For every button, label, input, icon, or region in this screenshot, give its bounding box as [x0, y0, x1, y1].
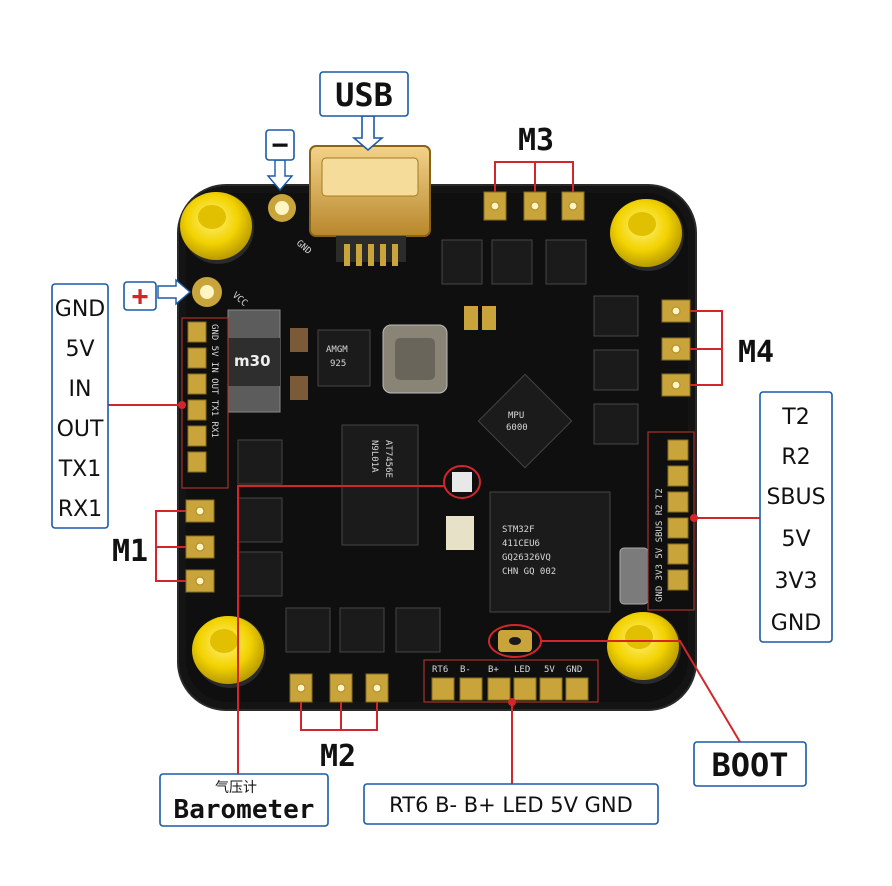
bottom-pin-box: RT6 B- B+ LED 5V GND	[363, 783, 659, 825]
m3-leader	[494, 161, 574, 192]
usb-label: USB	[319, 71, 409, 117]
m2-leader	[300, 702, 378, 731]
svg-text:AMGM: AMGM	[326, 345, 348, 355]
svg-text:Barometer: Barometer	[174, 795, 315, 825]
standoff-top-right	[610, 199, 684, 271]
usb-connector	[309, 145, 431, 266]
usb-arrow	[351, 115, 385, 152]
svg-text:411CEU6: 411CEU6	[502, 539, 540, 549]
boot-label: BOOT	[693, 741, 807, 787]
left-header-leader	[108, 401, 186, 409]
right-pin-label: T2	[781, 405, 809, 430]
svg-text:GND: GND	[566, 665, 582, 675]
svg-text:CHN GQ 002: CHN GQ 002	[502, 567, 556, 577]
m3-pads	[483, 191, 585, 221]
m4-label: M4	[738, 335, 774, 370]
m4-pads	[661, 299, 691, 397]
svg-text:RT6: RT6	[432, 665, 448, 675]
svg-text:LED: LED	[514, 665, 530, 675]
svg-text:5V: 5V	[544, 665, 555, 675]
right-header-leader	[690, 514, 760, 522]
svg-text:m30: m30	[234, 352, 271, 370]
svg-text:气压计: 气压计	[215, 780, 257, 796]
right-pin-label: SBUS	[766, 485, 825, 510]
left-pin-label: OUT	[57, 417, 104, 442]
svg-text:AT7456E: AT7456E	[383, 440, 393, 478]
mounting-standoffs	[180, 192, 684, 688]
m1-pads	[185, 499, 215, 593]
svg-text:+: +	[132, 279, 149, 312]
svg-text:USB: USB	[335, 76, 393, 114]
svg-text:MPU: MPU	[508, 411, 524, 421]
svg-text:GND 3V3 5V SBUS R2 T2: GND 3V3 5V SBUS R2 T2	[655, 488, 665, 602]
svg-text:6000: 6000	[506, 423, 528, 433]
barometer-label: 气压计 Barometer	[159, 773, 329, 827]
minus-arrow	[266, 159, 294, 192]
m2-pads	[289, 673, 389, 703]
svg-text:B-: B-	[460, 665, 471, 675]
barometer-leader	[237, 465, 481, 776]
components: m30 AMGM 925 AT7456E N9L01A MPU 6000 STM…	[227, 239, 649, 653]
standoff-bottom-right	[607, 612, 681, 684]
left-pin-label: GND	[55, 297, 105, 322]
svg-text:RT6 B- B+ LED 5V GND: RT6 B- B+ LED 5V GND	[389, 793, 633, 817]
m3-label: M3	[518, 123, 554, 158]
left-pin-label: RX1	[58, 497, 102, 522]
right-pin-label: GND	[771, 611, 821, 636]
m1-label: M1	[112, 534, 148, 569]
m2-label: M2	[320, 739, 356, 774]
left-pin-box: GND 5V IN OUT TX1 RX1	[51, 283, 109, 529]
right-pin-label: R2	[781, 445, 810, 470]
left-pin-label: TX1	[58, 457, 102, 482]
m1-leader	[155, 510, 186, 582]
svg-text:N9L01A: N9L01A	[369, 440, 379, 473]
svg-text:BOOT: BOOT	[711, 746, 788, 784]
left-pin-label: 5V	[65, 337, 94, 362]
minus-label: −	[265, 128, 295, 161]
bottom-header-leader	[508, 698, 516, 784]
svg-text:GND 5V IN OUT TX1 RX1: GND 5V IN OUT TX1 RX1	[209, 324, 219, 438]
m4-leader	[690, 310, 723, 386]
right-pin-label: 5V	[781, 527, 810, 552]
svg-text:925: 925	[330, 359, 346, 369]
standoff-bottom-left	[192, 616, 266, 688]
right-pin-box: T2 R2 SBUS 5V 3V3 GND	[759, 391, 833, 643]
left-pin-label: IN	[69, 377, 92, 402]
svg-text:B+: B+	[488, 665, 499, 675]
right-header-pads: GND 3V3 5V SBUS R2 T2	[647, 431, 695, 611]
svg-text:STM32F: STM32F	[502, 525, 535, 535]
right-pin-label: 3V3	[774, 569, 817, 594]
boot-leader	[488, 624, 741, 743]
left-header-pads: GND 5V IN OUT TX1 RX1	[181, 317, 229, 489]
plus-arrow	[157, 278, 192, 306]
svg-text:−: −	[272, 128, 289, 161]
plus-label: +	[123, 279, 157, 312]
svg-text:GQ26326VQ: GQ26326VQ	[502, 553, 551, 563]
bottom-header-pads: RT6 B- B+ LED 5V GND	[423, 659, 599, 703]
standoff-top-left	[180, 192, 254, 264]
